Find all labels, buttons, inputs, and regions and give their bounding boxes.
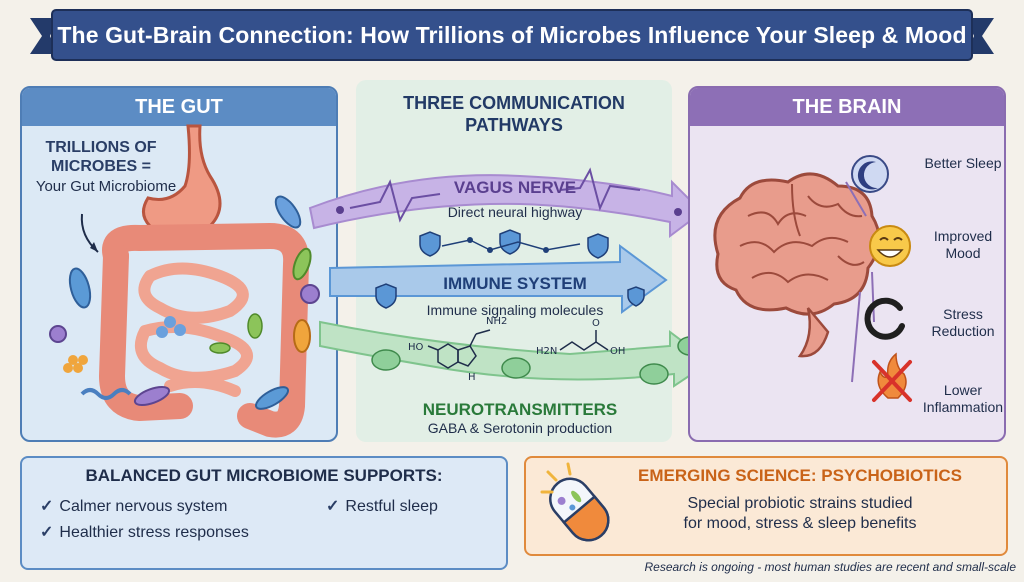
supports-box [20,456,508,570]
chem-label-h2n: H2N [536,346,557,357]
gut-microbes-label: TRILLIONS OF MICROBES = [45,139,157,175]
benefit-lower-inflammation: Lower Inflammation [922,382,1004,415]
checkmark-icon: ✓ [326,498,340,515]
benefit-better-sleep: Better Sleep [924,155,1002,171]
serotonin-molecule [427,329,491,369]
brain-illustration [713,155,912,402]
gut-microbiome-label: Your Gut Microbiome [35,178,177,195]
chem-label-h: H [468,372,476,383]
pathway-arrows: HO NH2 H H2N O OH [308,167,712,388]
microbe-icons [49,195,320,410]
chem-label-o: O [592,318,600,329]
immune-system-sub: Immune signaling molecules [426,302,604,318]
benefit-stress-reduction: Stress Reduction [931,306,995,339]
supports-item: ✓ Restful sleep [326,496,438,516]
psychobiotics-line2: for mood, stress & sleep benefits [683,515,917,532]
vagus-nerve-label: VAGUS NERVE [453,178,577,197]
supports-title: BALANCED GUT MICROBIOME SUPPORTS: [85,466,443,485]
page-title: The Gut-Brain Connection: How Trillions … [57,22,967,48]
chem-label-oh: OH [610,346,625,357]
supports-item-label: Calmer nervous system [59,498,228,515]
ribbon-shape [30,9,994,61]
checkmark-icon: ✓ [40,498,54,515]
no-fire-icon [872,352,912,402]
supports-item: ✓ Healthier stress responses [40,522,249,542]
brain-heading: THE BRAIN [690,88,1004,126]
moon-icon [851,155,889,193]
supports-item: ✓ Calmer nervous system [40,496,227,516]
psychobiotics-text: Special probiotic strains studied for mo… [610,494,990,534]
shield-icon [375,229,645,309]
gut-heading: THE GUT [22,88,336,126]
benefit-improved-mood: Improved Mood [933,228,993,261]
chem-label-ho: HO [408,342,424,353]
pathways-heading: THREE COMMUNICATION PATHWAYS [403,93,625,135]
footnote: Research is ongoing - most human studies… [644,560,1016,574]
neurotransmitters-sub: GABA & Serotonin production [427,420,613,436]
stress-ring-icon [864,297,905,340]
small-intestine-icon [135,262,253,397]
supports-item-label: Restful sleep [345,498,438,515]
immune-system-label: IMMUNE SYSTEM [443,274,587,293]
psychobiotics-box [524,456,1008,556]
supports-item-label: Healthier stress responses [59,524,249,541]
vagus-nerve-arrow [308,174,704,238]
probiotic-capsule-icon [540,462,610,542]
title-ribbon: The Gut-Brain Connection: How Trillions … [30,8,994,64]
checkmark-icon: ✓ [40,524,54,541]
psychobiotics-title: EMERGING SCIENCE: PSYCHOBIOTICS [638,466,962,485]
brain-icon [713,172,881,358]
psychobiotics-line1: Special probiotic strains studied [687,495,913,512]
chem-label-nh2: NH2 [486,316,507,327]
gut-illustration [49,124,320,438]
vagus-nerve-sub: Direct neural highway [447,204,583,220]
gaba-molecule [559,330,609,351]
smiley-icon [869,225,911,267]
neurotransmitters-label: NEUROTRANSMITTERS [422,400,618,419]
neuron-icon [336,206,682,216]
stomach-icon [142,124,222,238]
large-intestine-icon [102,222,310,438]
